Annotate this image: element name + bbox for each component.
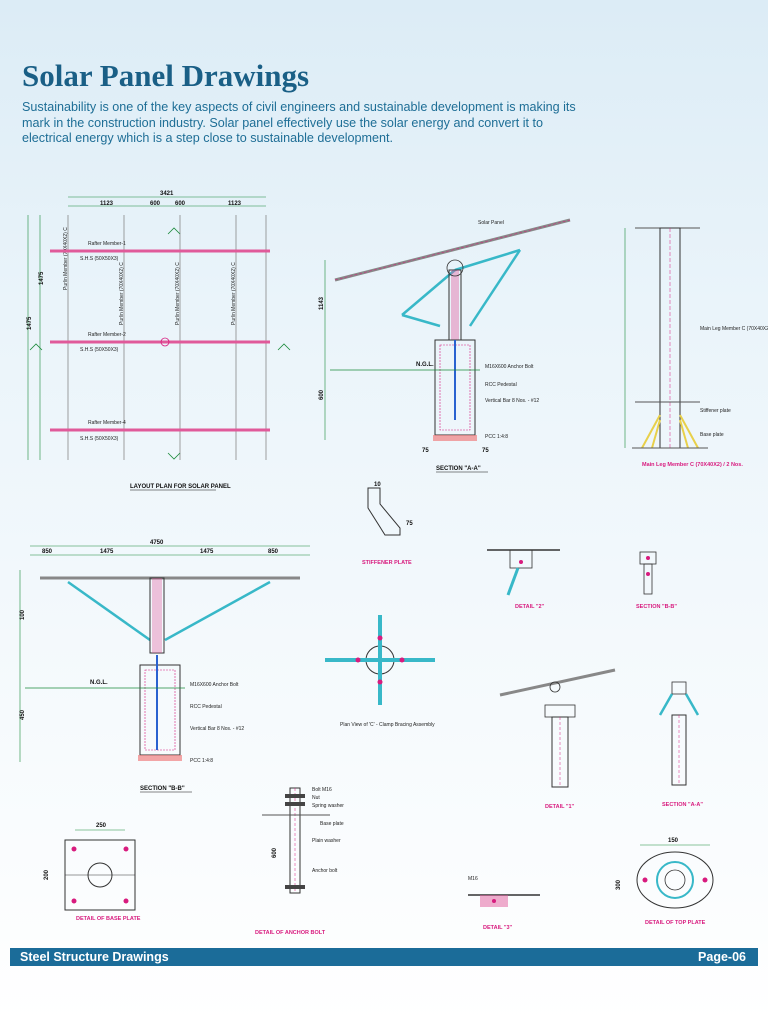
section-bb-small-caption: SECTION "B-B" — [636, 604, 677, 610]
dim-200: 200 — [44, 869, 50, 880]
dim-v2: 1475 — [39, 271, 45, 285]
detail-1-caption: DETAIL "1" — [545, 804, 575, 810]
solar-panel-label: Solar Panel — [478, 220, 504, 226]
layout-plan: 3421 1123 600 600 1123 1475 1475 Purlin … — [27, 191, 291, 491]
page-number: Page-06 — [698, 950, 746, 964]
dim-a: 1123 — [100, 201, 114, 207]
detail-2-drawing: DETAIL "2" — [487, 549, 560, 610]
plan-view-drawing: Plan View of 'C' - Clamp Bracing Assembl… — [325, 615, 435, 728]
dim-250: 250 — [96, 823, 107, 829]
vbar-label: Vertical Bar 8 Nos. - #12 — [485, 398, 539, 404]
anchor-bolt-drawing: Bolt M16 Nut Spring washer Base plate Pl… — [255, 787, 344, 936]
footer-left-title: Steel Structure Drawings — [20, 950, 169, 964]
dim-v4: 100 — [20, 609, 26, 620]
plan-view-caption: Plan View of 'C' - Clamp Bracing Assembl… — [340, 722, 435, 728]
main-leg-caption: Main Leg Member C (70X40X2) / 2 Nos. — [642, 462, 743, 468]
rafter-label-3: Rafter Member-4 — [88, 420, 126, 426]
shs-label-3: S.H.S (50X50X3) — [80, 436, 119, 442]
top-plate-caption: DETAIL OF TOP PLATE — [645, 920, 706, 926]
ngl2-label: N.G.L. — [90, 680, 108, 686]
rafter-label-2: Rafter Member-2 — [88, 332, 126, 338]
section-bb-caption: SECTION "B-B" — [140, 786, 185, 792]
purlin-label-2: Purlin Member (70X40X2) C — [119, 262, 125, 325]
section-aa-drawing: Solar Panel N.G.L. M16X600 Anchor Bolt R… — [319, 218, 571, 473]
dim-v7: 600 — [319, 389, 325, 400]
page-title: Solar Panel Drawings — [22, 58, 310, 93]
dim-v6: 1143 — [319, 296, 325, 310]
section-aa-caption: SECTION "A-A" — [436, 466, 481, 472]
section-bb-drawing: 4750 850 1475 1475 850 N.G.L. M16X600 An… — [19, 540, 310, 793]
ngl-label: N.G.L. — [416, 362, 434, 368]
purlin-label-3: Purlin Member (70X40X2) C — [175, 262, 181, 325]
stiffener-plate-drawing: 10 75 STIFFENER PLATE — [362, 482, 413, 566]
bolt-a: Bolt M16 — [312, 787, 332, 793]
detail-3-caption: DETAIL "3" — [483, 925, 513, 931]
detail-2-caption: DETAIL "2" — [515, 604, 545, 610]
dim-150: 150 — [668, 838, 679, 844]
dim-b: 600 — [150, 201, 161, 207]
dim-600b: 600 — [272, 847, 278, 858]
vbar2-label: Vertical Bar 8 Nos. - #12 — [190, 726, 244, 732]
footer-bar — [10, 948, 758, 966]
top-plate-drawing: 150 300 DETAIL OF TOP PLATE — [616, 838, 714, 926]
bolt-b: Nut — [312, 795, 320, 801]
base-plate-caption: DETAIL OF BASE PLATE — [76, 916, 141, 922]
shs-label-1: S.H.S (50X50X3) — [80, 256, 119, 262]
rcc2-label: RCC Pedestal — [190, 704, 222, 710]
detail-3-drawing: M16 DETAIL "3" — [468, 876, 540, 931]
stiffener-caption: STIFFENER PLATE — [362, 560, 412, 566]
technical-drawing-sheet: 3421 1123 600 600 1123 1475 1475 Purlin … — [19, 191, 768, 936]
section-aa-small-caption: SECTION "A-A" — [662, 802, 703, 808]
stiff-note: Stiffener plate — [700, 408, 731, 414]
rafter-label-1: Rafter Member-1 — [88, 241, 126, 247]
intro-paragraph: Sustainability is one of the key aspects… — [22, 100, 576, 145]
bolt-g: M16 — [468, 876, 478, 882]
bolt-d: Base plate — [320, 821, 344, 827]
dim-i: 850 — [268, 549, 279, 555]
bolt-c: Spring washer — [312, 803, 344, 809]
detail-1-drawing: DETAIL "1" — [499, 668, 616, 810]
pcc-label: PCC 1:4:8 — [485, 434, 508, 440]
bolt-f: Anchor bolt — [312, 868, 338, 874]
dim-v5: 450 — [20, 709, 26, 720]
dim-h: 1475 — [200, 549, 214, 555]
base-plate-drawing: 250 200 DETAIL OF BASE PLATE — [44, 823, 141, 922]
dim-g: 1475 — [100, 549, 114, 555]
base-note: Base plate — [700, 432, 724, 438]
anchor-label: M16X600 Anchor Bolt — [485, 364, 534, 370]
dim-v1: 1475 — [27, 316, 33, 330]
dim-c: 600 — [175, 201, 186, 207]
layout-plan-caption: LAYOUT PLAN FOR SOLAR PANEL — [130, 484, 231, 490]
dim-e: 4750 — [150, 540, 164, 546]
bolt-e: Plain washer — [312, 838, 341, 844]
col-note: Main Leg Member C (70X40X2) / 2 Nos. — [700, 326, 768, 332]
dim-d: 1123 — [228, 201, 242, 207]
anchor-bolt-caption: DETAIL OF ANCHOR BOLT — [255, 930, 326, 936]
rcc-label: RCC Pedestal — [485, 382, 517, 388]
dim-10: 10 — [374, 482, 381, 488]
dim-75c: 75 — [406, 521, 413, 527]
dim-f: 850 — [42, 549, 53, 555]
section-aa-small-drawing: SECTION "A-A" — [658, 681, 703, 808]
purlin-label-1: Purlin Member (70X40X2) C — [63, 227, 69, 290]
dim-75a: 75 — [422, 448, 429, 454]
dim-300: 300 — [616, 879, 622, 890]
anchor2-label: M16X600 Anchor Bolt — [190, 682, 239, 688]
dim-75b: 75 — [482, 448, 489, 454]
pcc2-label: PCC 1:4:8 — [190, 758, 213, 764]
section-bb-small-drawing: SECTION "B-B" — [636, 551, 677, 610]
shs-label-2: S.H.S (50X50X3) — [80, 347, 119, 353]
dim-total: 3421 — [160, 191, 174, 197]
purlin-label-4: Purlin Member (70X40X2) C — [231, 262, 237, 325]
main-leg-drawing: Main Leg Member C (70X40X2) / 2 Nos. Sti… — [624, 227, 768, 468]
